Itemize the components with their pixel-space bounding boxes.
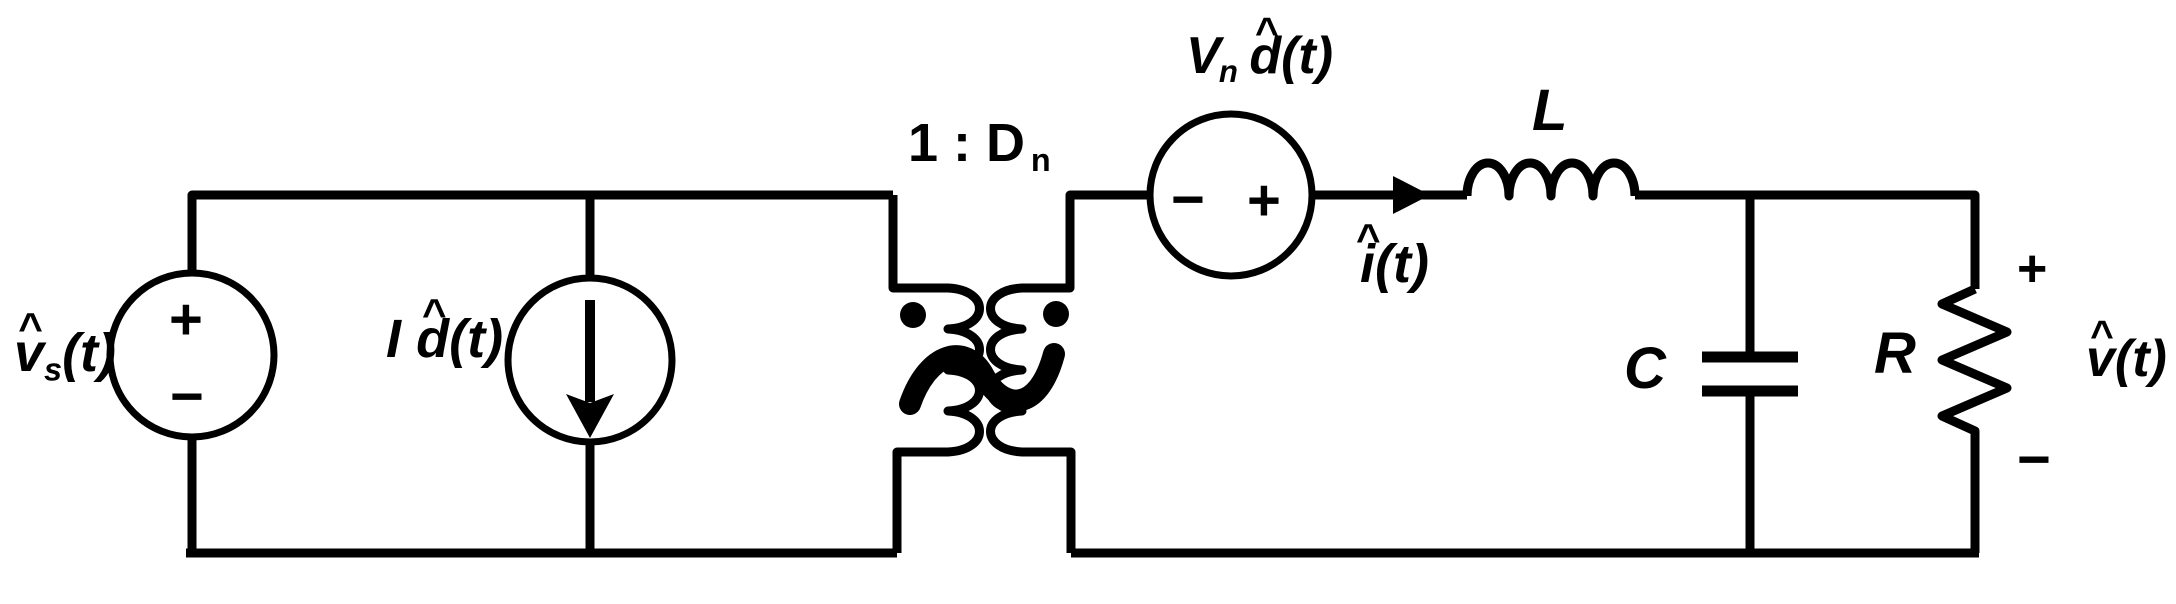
resistor-label: R: [1874, 321, 1916, 386]
vs-source-label: ^vs(t): [14, 307, 117, 388]
vs-hat-wrap: ^v: [14, 307, 45, 383]
vs-rest: (t): [62, 323, 117, 383]
inductor-symbol: [1462, 158, 1640, 201]
vnd-hat-wrap: ^d: [1249, 12, 1282, 85]
vnd-coefficient-subscript: n: [1218, 54, 1238, 90]
id-base: d: [416, 309, 450, 369]
i-hat-wrap: ^i: [1356, 218, 1381, 294]
vout-base: v: [2086, 330, 2115, 388]
wire-top-primary: [187, 190, 893, 274]
wire-inductor-to-corner: [1635, 190, 1980, 289]
output-voltage-label: ^v(t): [2086, 315, 2167, 388]
transformer-dot-secondary-icon: [1043, 301, 1069, 327]
transformer-dot-primary-icon: [900, 302, 926, 328]
vnd-coefficient: V: [1186, 27, 1221, 85]
ratio-main: 1 : D: [908, 113, 1026, 173]
hat-icon: ^: [1254, 9, 1279, 56]
current-source-label: I^d(t): [386, 293, 504, 369]
vs-source-minus-sign: −: [170, 364, 204, 429]
vout-rest: (t): [2114, 330, 2167, 388]
hat-icon: ^: [2090, 312, 2114, 359]
transformer-tilde-icon: [899, 343, 1065, 415]
inductor-current-arrowhead-icon: [1393, 176, 1430, 214]
resistor-symbol: [1937, 284, 2012, 553]
vs-base: v: [14, 323, 45, 383]
vnd-source-minus-sign: −: [1171, 167, 1205, 232]
vnd-source-circle: [1146, 110, 1316, 280]
capacitor-label: C: [1624, 336, 1666, 401]
output-plus-sign: +: [2017, 240, 2048, 298]
vs-source-plus-sign: +: [169, 287, 203, 352]
vnd-source-plus-sign: +: [1247, 168, 1281, 233]
output-minus-sign: −: [2017, 427, 2051, 492]
transformer-secondary-winding: [986, 190, 1151, 553]
id-rest: (t): [449, 309, 504, 369]
vs-source-circle: [106, 269, 278, 441]
transformer-primary-winding: [888, 195, 984, 553]
vnd-base: d: [1249, 27, 1282, 85]
vs-subscript: s: [44, 351, 63, 388]
vout-hat-wrap: ^v: [2086, 315, 2115, 388]
hat-icon: ^: [421, 290, 447, 338]
hat-icon: ^: [18, 304, 43, 352]
vnd-rest: (t): [1281, 27, 1334, 85]
id-hat-wrap: ^d: [416, 293, 450, 369]
inductor-label: L: [1532, 78, 1568, 143]
current-source-arrowhead-icon: [566, 394, 614, 438]
id-coefficient: I: [386, 309, 402, 369]
ratio-subscript: n: [1030, 141, 1051, 178]
i-rest: (t): [1375, 234, 1429, 294]
current-source-circle: [504, 274, 676, 446]
hat-icon: ^: [1355, 215, 1381, 263]
vnd-source-label: Vn ^d(t): [1186, 12, 1334, 90]
inductor-current-label: ^i(t): [1356, 218, 1429, 294]
i-base: i: [1360, 234, 1376, 294]
